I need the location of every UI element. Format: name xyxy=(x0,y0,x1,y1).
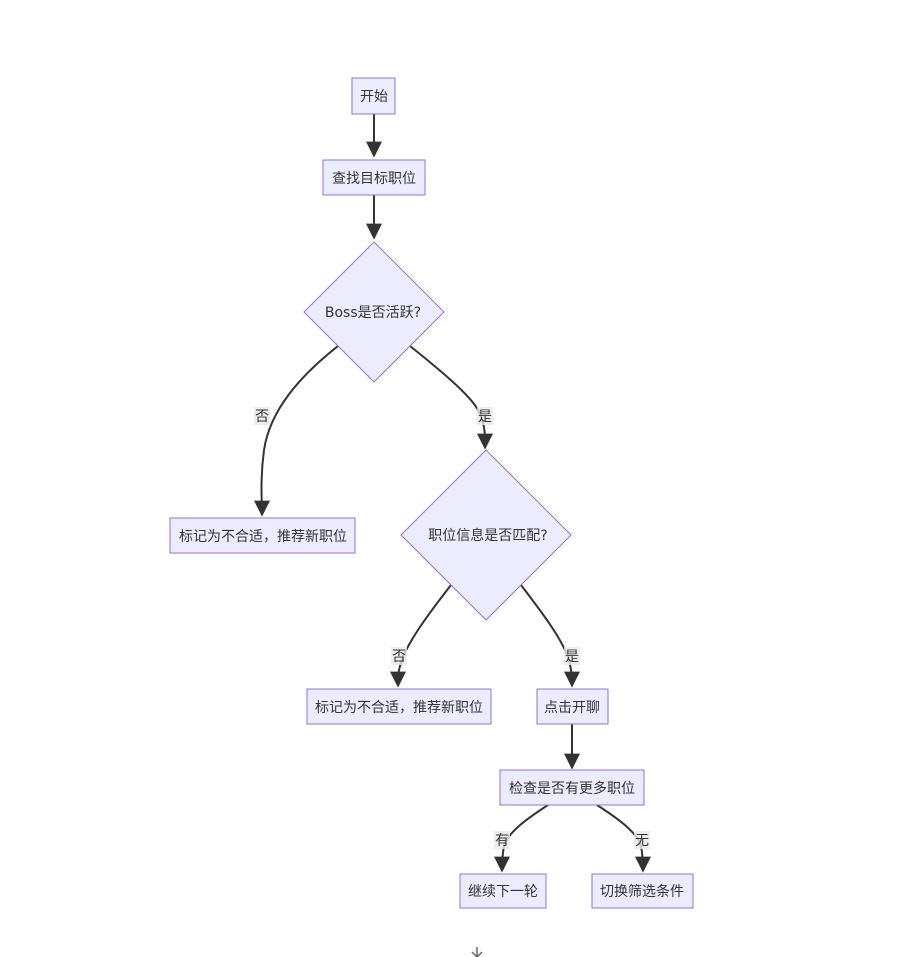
node-check-more-label: 检查是否有更多职位 xyxy=(509,780,635,797)
node-find: 查找目标职位 xyxy=(322,159,426,196)
edge-boss-info xyxy=(409,345,494,450)
node-mark-unsuitable-1: 标记为不合适，推荐新职位 xyxy=(169,517,356,554)
node-find-label: 查找目标职位 xyxy=(332,171,416,187)
edge-label-more-no: 无 xyxy=(635,833,649,849)
chevron-down-icon xyxy=(471,947,483,957)
node-info-match-label: 职位信息是否匹配? xyxy=(428,527,547,544)
edge-boss-mark1 xyxy=(253,345,339,517)
node-mark-unsuitable-2-label: 标记为不合适，推荐新职位 xyxy=(315,700,483,716)
node-start: 开始 xyxy=(351,77,396,115)
node-mark-unsuitable-2: 标记为不合适，推荐新职位 xyxy=(306,688,492,725)
node-next-round: 继续下一轮 xyxy=(459,873,547,909)
edge-label-info-yes: 是 xyxy=(565,649,579,665)
edge-info-chat xyxy=(520,584,580,688)
node-boss-active-label: Boss是否活跃? xyxy=(325,305,421,321)
edge-label-more-yes: 有 xyxy=(495,833,509,849)
node-start-label: 开始 xyxy=(360,89,388,105)
edge-label-boss-yes: 是 xyxy=(478,409,492,425)
edge-labels: 否 是 否 是 有 无 xyxy=(254,407,650,849)
node-switch-filter: 切换筛选条件 xyxy=(591,873,694,909)
edge-info-mark2 xyxy=(389,584,452,688)
node-info-match: 职位信息是否匹配? xyxy=(400,449,572,621)
node-start-chat: 点击开聊 xyxy=(536,688,609,725)
node-check-more: 检查是否有更多职位 xyxy=(499,769,645,806)
node-next-round-label: 继续下一轮 xyxy=(468,883,538,900)
node-mark-unsuitable-1-label: 标记为不合适，推荐新职位 xyxy=(179,529,347,545)
node-switch-filter-label: 切换筛选条件 xyxy=(600,883,684,900)
edge-label-info-no: 否 xyxy=(392,649,406,665)
nodes: 开始 查找目标职位 Boss是否活跃? 标记为不合适，推荐新职位 职位信息是否匹… xyxy=(169,77,694,909)
node-boss-active: Boss是否活跃? xyxy=(303,241,445,383)
edge-label-boss-no: 否 xyxy=(255,409,269,425)
scroll-down-control[interactable] xyxy=(457,942,497,957)
node-start-chat-label: 点击开聊 xyxy=(544,700,600,716)
